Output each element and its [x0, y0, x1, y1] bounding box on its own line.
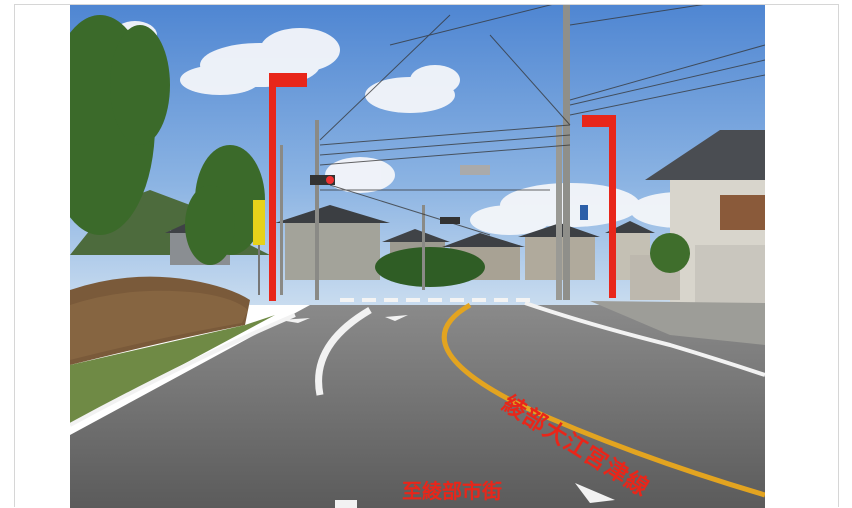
wires — [319, 5, 765, 236]
yellow-sign — [253, 200, 265, 245]
road — [70, 305, 765, 508]
destination-label: 至綾部市街 — [402, 479, 502, 503]
road-photo — [70, 5, 765, 508]
trees — [70, 15, 690, 287]
road-markings — [70, 298, 765, 508]
utility-poles — [280, 5, 570, 300]
traffic-signals — [310, 165, 588, 224]
sidewalk — [590, 301, 765, 345]
red-markers — [269, 73, 616, 301]
